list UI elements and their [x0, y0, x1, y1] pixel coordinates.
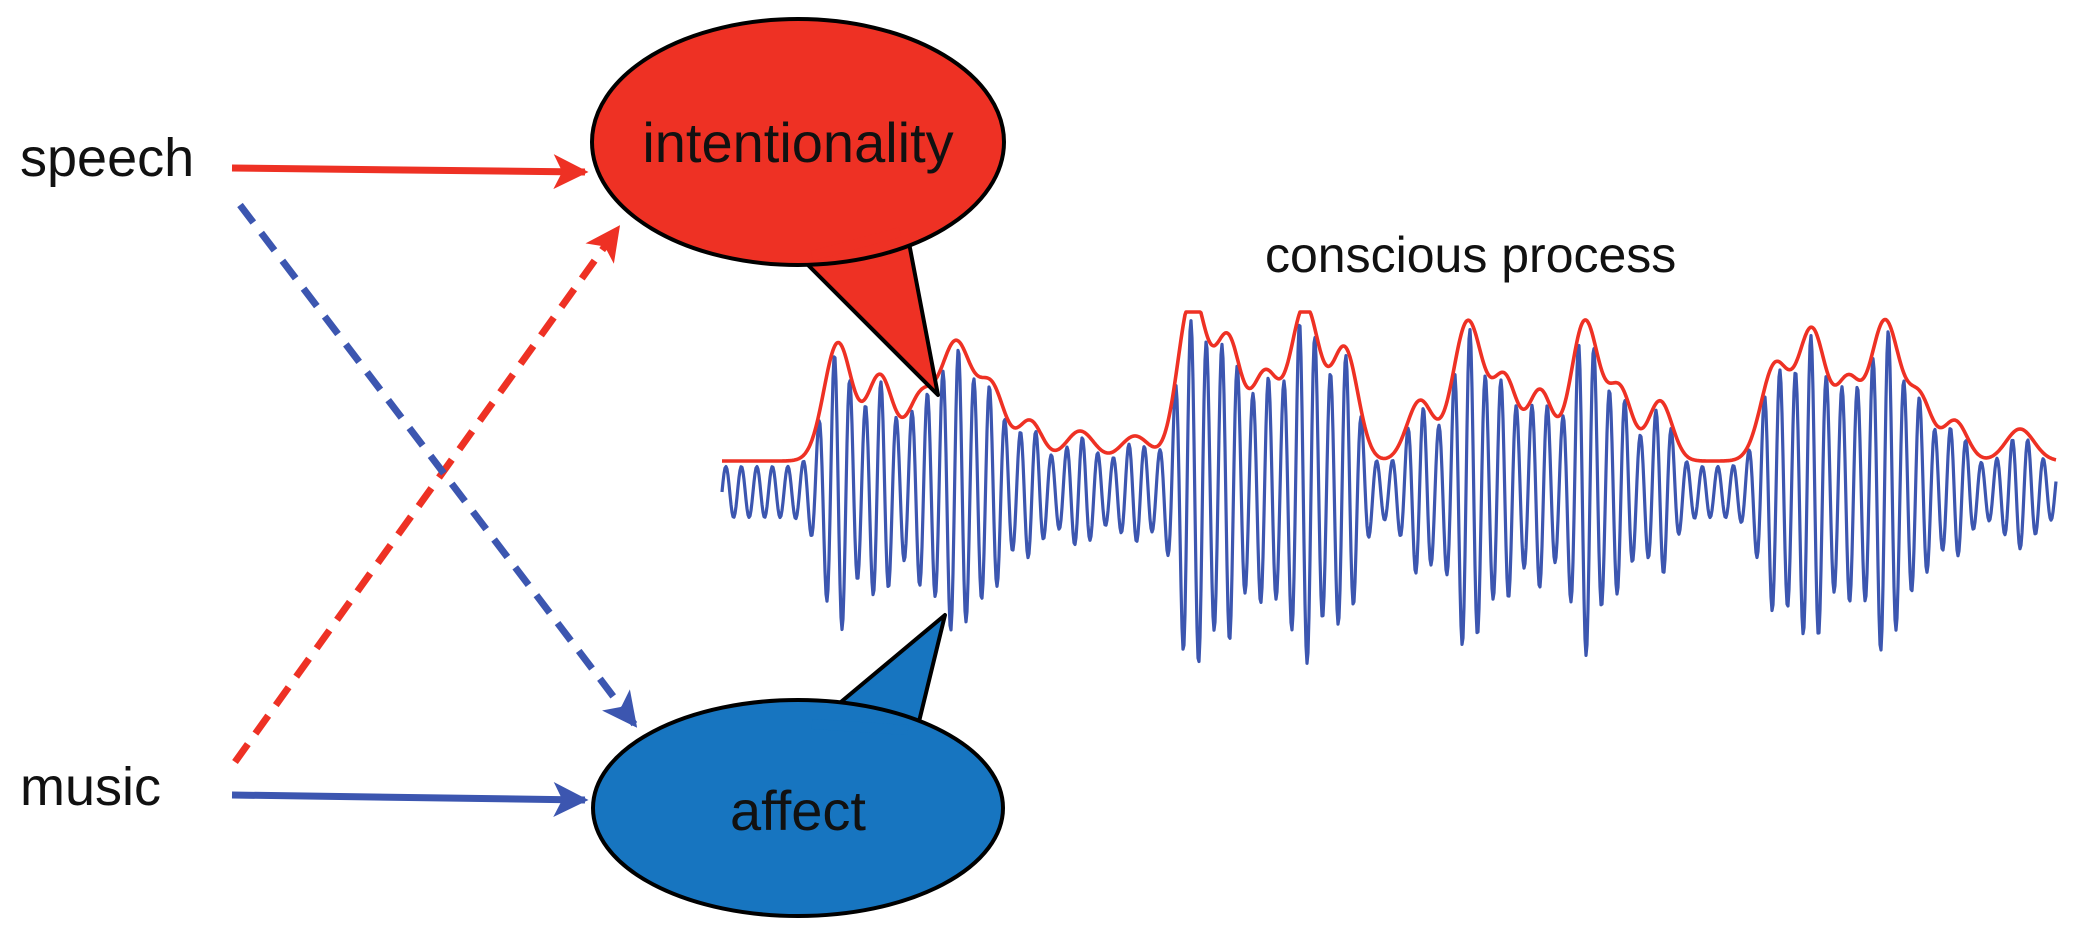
waveform-carrier — [720, 319, 2058, 665]
speech-to-affect-dashed-arrow — [237, 202, 638, 728]
intentionality-label: intentionality — [642, 111, 953, 174]
music-to-intentionality-dashed-arrow — [232, 225, 621, 765]
affect-label: affect — [730, 779, 866, 842]
intentionality-bubble: intentionality — [590, 17, 1006, 397]
waveform-envelope — [721, 310, 2057, 463]
conscious-process-label: conscious process — [1265, 227, 1676, 283]
affect-bubble-shape — [591, 698, 1005, 918]
music-label: music — [20, 757, 161, 817]
music-to-affect-arrow — [231, 782, 589, 818]
affect-bubble: affect — [591, 613, 1005, 918]
waveform — [720, 310, 2058, 665]
speech-to-intentionality-arrow — [231, 154, 589, 190]
speech-label: speech — [20, 128, 194, 188]
intentionality-bubble-shape — [590, 17, 1006, 267]
